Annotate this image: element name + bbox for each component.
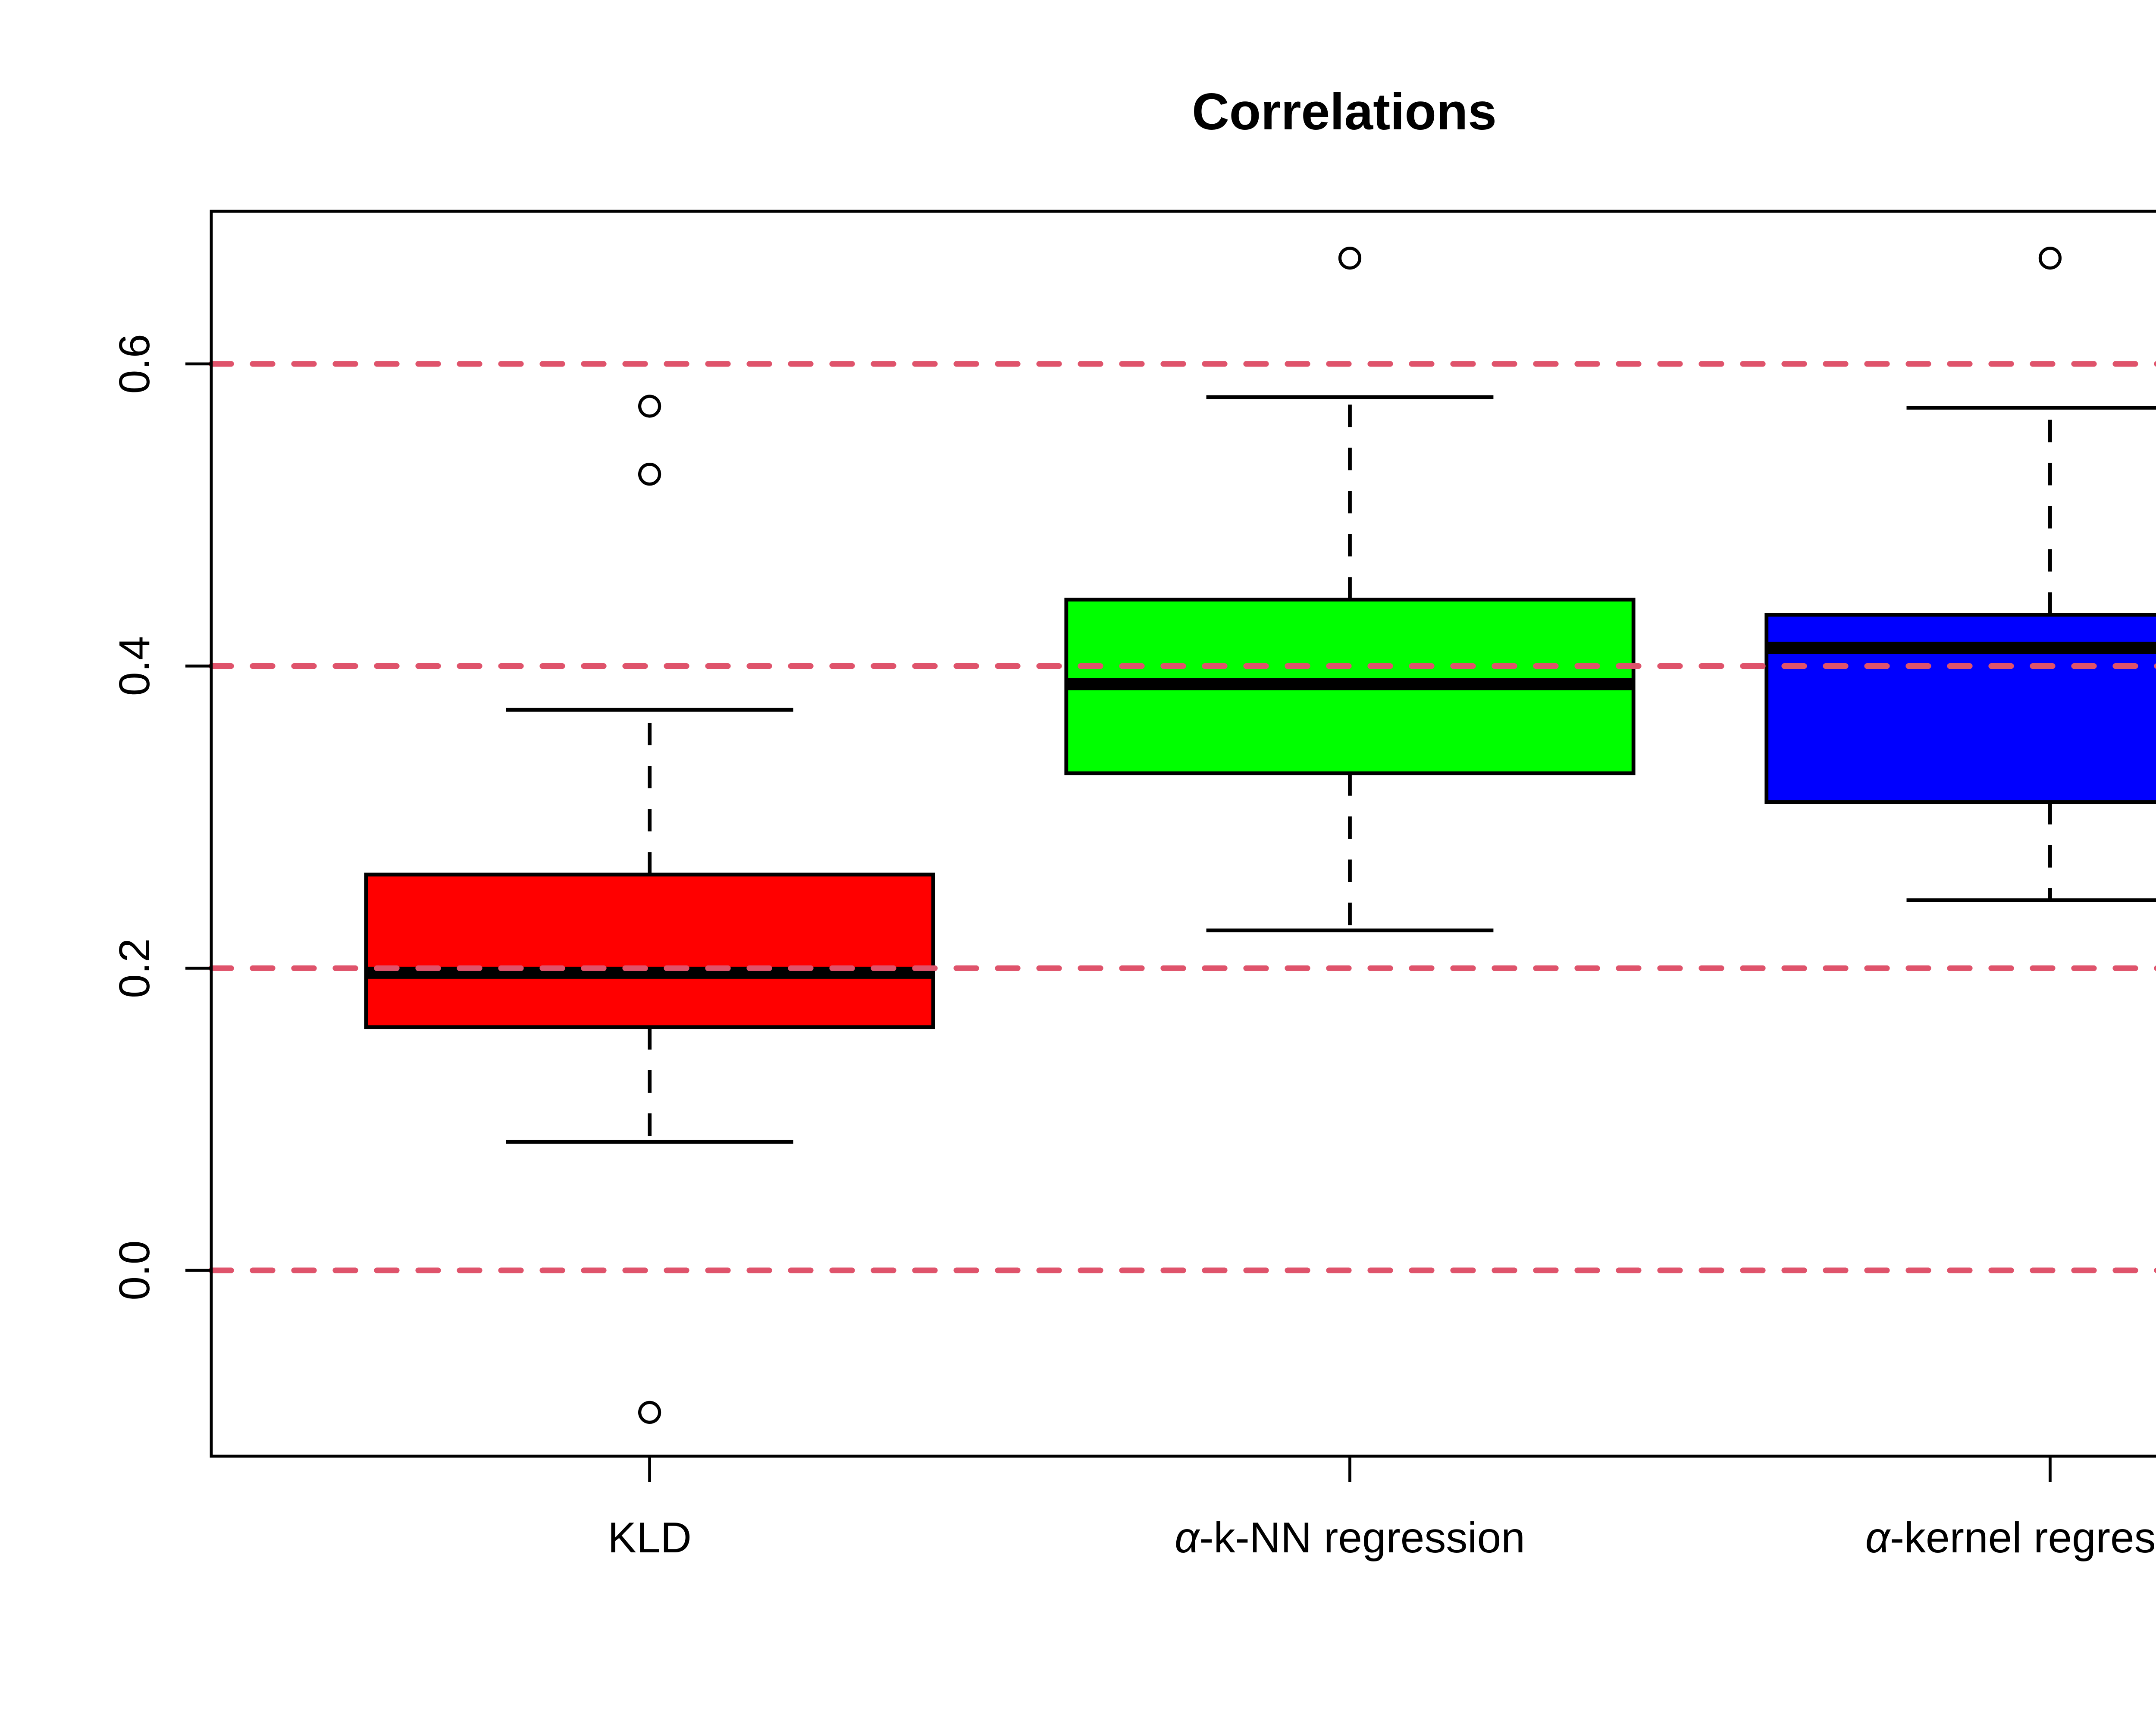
iqr-box [364,872,935,1029]
outlier-point [638,1401,661,1424]
x-axis-label-rest: -k-NN regression [1199,1514,1525,1562]
outlier-point [638,463,661,486]
x-axis-label: α-kernel regression [1865,1514,2156,1562]
chart-title: Correlations [1192,83,1497,141]
boxplot-group-3 [1764,247,2156,903]
outlier-point [638,395,661,418]
y-axis-label: 0.4 [110,636,159,696]
y-axis-label: 0.0 [110,1241,159,1301]
x-axis-label: KLD [608,1514,692,1562]
x-axis-label: α-k-NN regression [1175,1514,1525,1562]
x-axis-label-rest: -kernel regression [1890,1514,2156,1562]
alpha-symbol: α [1175,1514,1200,1562]
boxplot-group-1 [364,395,935,1424]
plot-border [210,210,2156,1458]
boxplot-group-2 [1064,247,1636,933]
y-axis-label: 0.6 [110,334,159,394]
outlier-point [1338,247,1362,270]
y-axis-label: 0.2 [110,938,159,998]
outlier-point [2038,247,2062,270]
alpha-symbol: α [1865,1514,1891,1562]
